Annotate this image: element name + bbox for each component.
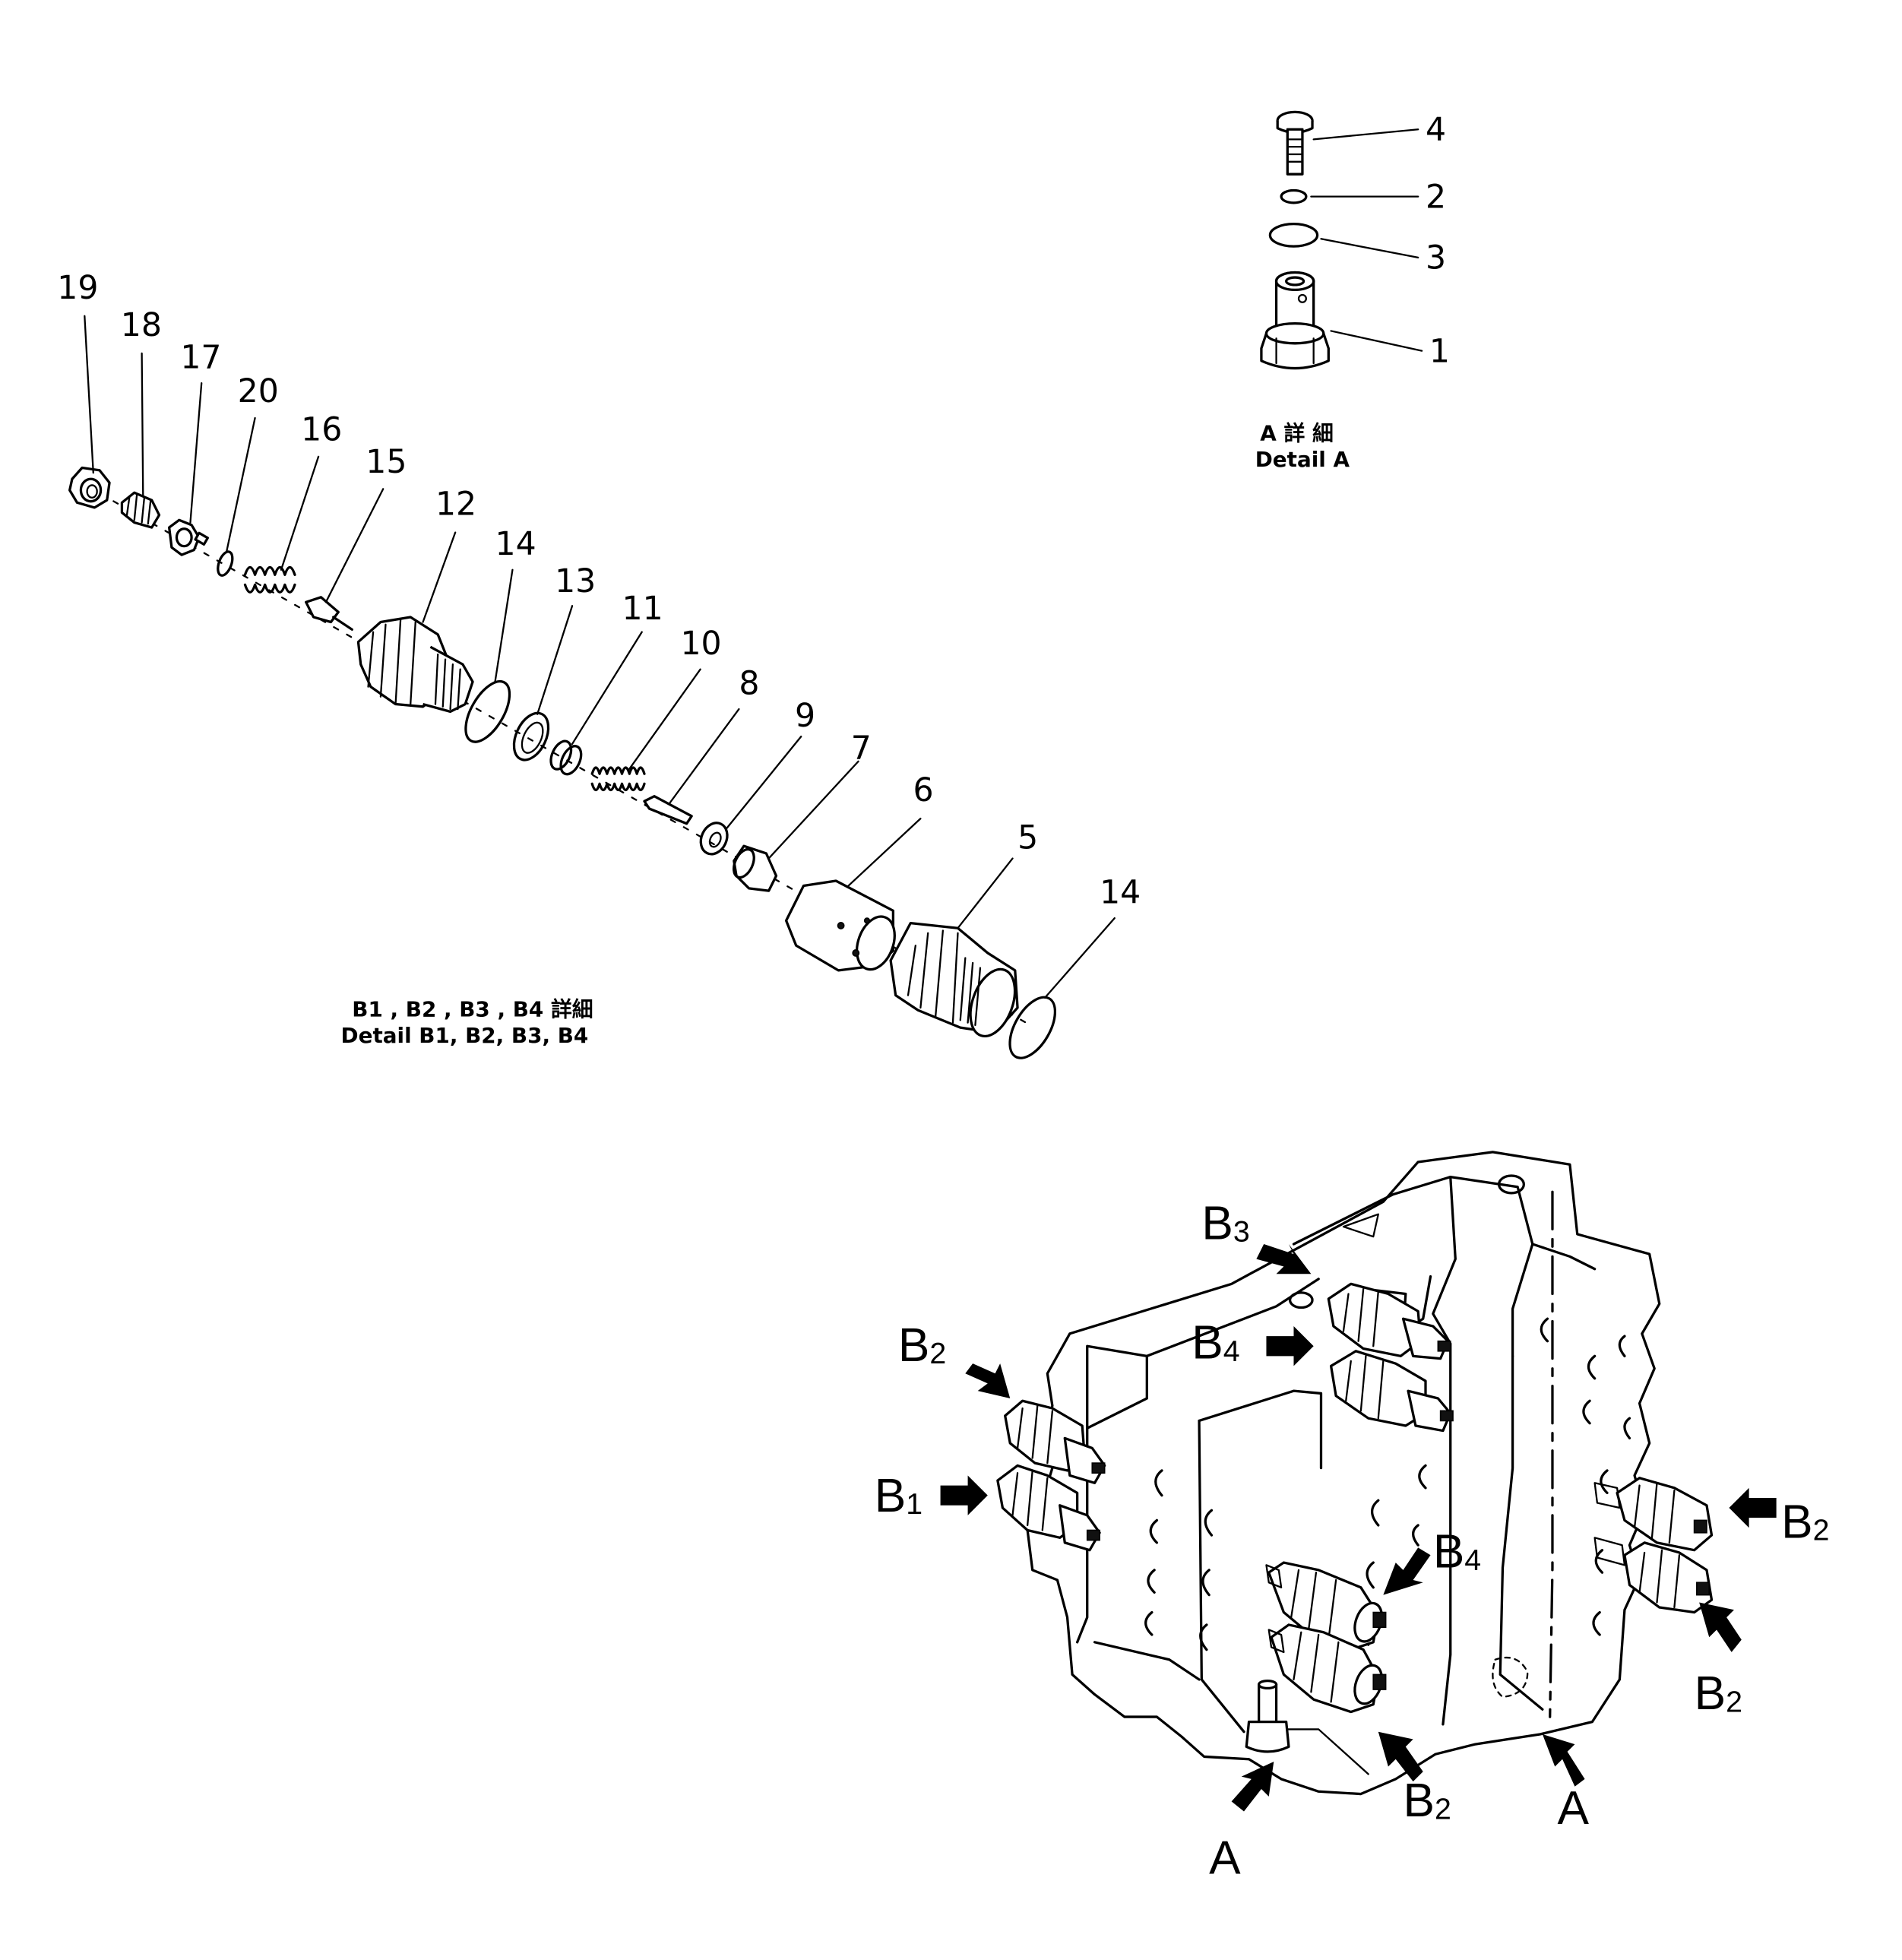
callout-9: 9 <box>795 697 815 735</box>
label-b3: B3 <box>1201 1197 1249 1249</box>
part-20-oring <box>217 550 234 577</box>
callout-16: 16 <box>301 410 342 448</box>
part-12-plug <box>356 616 474 714</box>
relief-valve-b4-top <box>1329 1350 1454 1433</box>
arrow-b3 <box>1256 1244 1312 1274</box>
callout-13: 13 <box>555 562 596 600</box>
callout-19: 19 <box>57 269 98 307</box>
relief-valve-b2-mid <box>1267 1623 1387 1714</box>
detail-a-caption-ja: A 詳 細 <box>1260 420 1334 445</box>
callout-11: 11 <box>622 590 663 628</box>
callout-20: 20 <box>238 372 279 410</box>
callout-4: 4 <box>1426 111 1446 149</box>
part-16-spring <box>243 565 296 594</box>
relief-valve-b2-right-bottom <box>1593 1537 1714 1614</box>
part-11-ring <box>549 739 583 776</box>
part-17-adjust-screw <box>167 518 209 556</box>
part-13-backup-ring <box>512 711 550 762</box>
arrow-b2-right-top <box>1729 1487 1777 1528</box>
callout-18: 18 <box>121 306 162 344</box>
part-10-spring <box>590 766 646 792</box>
part-5-housing <box>889 922 1019 1038</box>
part-6-sleeve <box>784 879 896 972</box>
callout-12: 12 <box>435 486 476 524</box>
part-4-bolt <box>1276 110 1314 176</box>
relief-valve-b1 <box>996 1464 1101 1552</box>
detail-a: 4 2 3 1 A 詳 細 Detail A <box>1255 110 1450 472</box>
callout-14-lower: 14 <box>1100 873 1141 911</box>
part-14-oring-lower <box>1008 996 1057 1059</box>
valve-body <box>1026 1151 1661 1796</box>
callout-3: 3 <box>1426 239 1446 277</box>
callout-17: 17 <box>180 339 221 377</box>
detail-b: 19 18 17 20 16 15 12 14 13 11 10 8 9 7 6… <box>57 269 1141 1059</box>
detail-b-caption-en: Detail B1, B2, B3, B4 <box>341 1023 589 1048</box>
label-a-left: A <box>1209 1832 1241 1884</box>
label-a-right: A <box>1558 1782 1590 1835</box>
detail-b-caption-ja: B1 , B2 , B3 , B4 詳細 <box>352 996 593 1021</box>
arrow-b4-top <box>1266 1326 1314 1366</box>
arrow-b2-mid <box>1378 1731 1423 1782</box>
part-9-washer <box>699 822 729 856</box>
label-b4-top: B4 <box>1192 1317 1239 1369</box>
relief-valve-b2-left <box>1004 1399 1106 1484</box>
part-1-fitting <box>1260 271 1330 370</box>
part-15-poppet <box>305 596 353 631</box>
arrow-b2-right-bottom <box>1699 1602 1742 1652</box>
part-2-small-oring <box>1280 188 1308 204</box>
arrow-a-left <box>1231 1761 1274 1812</box>
callout-6: 6 <box>913 771 934 809</box>
label-b4-mid: B4 <box>1433 1526 1481 1578</box>
relief-valve-b3 <box>1327 1282 1451 1360</box>
valve-assembly: B3 B4 B2 B1 B4 B2 B2 B2 A A <box>875 1151 1830 1884</box>
label-b1: B1 <box>875 1470 923 1522</box>
part-8-pin <box>643 795 693 825</box>
arrow-b4-mid <box>1383 1547 1431 1595</box>
part-3-oring <box>1268 223 1319 248</box>
label-b2-left: B2 <box>898 1319 946 1372</box>
label-b2-right-bottom: B2 <box>1695 1667 1742 1720</box>
callout-7: 7 <box>851 730 872 768</box>
label-b2-right-top: B2 <box>1781 1496 1829 1548</box>
part-18-lock-nut <box>120 491 161 529</box>
relief-valve-b4-mid <box>1265 1561 1387 1651</box>
detail-a-caption-en: Detail A <box>1255 447 1350 472</box>
arrow-b1 <box>940 1475 988 1515</box>
callout-14-upper: 14 <box>495 525 536 563</box>
arrow-b2-left <box>965 1363 1011 1398</box>
relief-valve-b2-right-top <box>1593 1477 1714 1552</box>
callout-10: 10 <box>680 625 721 663</box>
callout-15: 15 <box>366 443 407 481</box>
part-7-piston <box>732 844 778 892</box>
callout-5: 5 <box>1017 819 1038 857</box>
arrow-a-right <box>1542 1734 1585 1787</box>
part-14-oring-upper <box>464 679 511 743</box>
callout-2: 2 <box>1426 178 1446 216</box>
callout-8: 8 <box>739 664 759 702</box>
fitting-a-on-assembly <box>1245 1679 1290 1753</box>
callout-1: 1 <box>1429 332 1450 370</box>
label-b2-mid: B2 <box>1404 1775 1451 1827</box>
part-19-cap-nut <box>68 466 111 509</box>
